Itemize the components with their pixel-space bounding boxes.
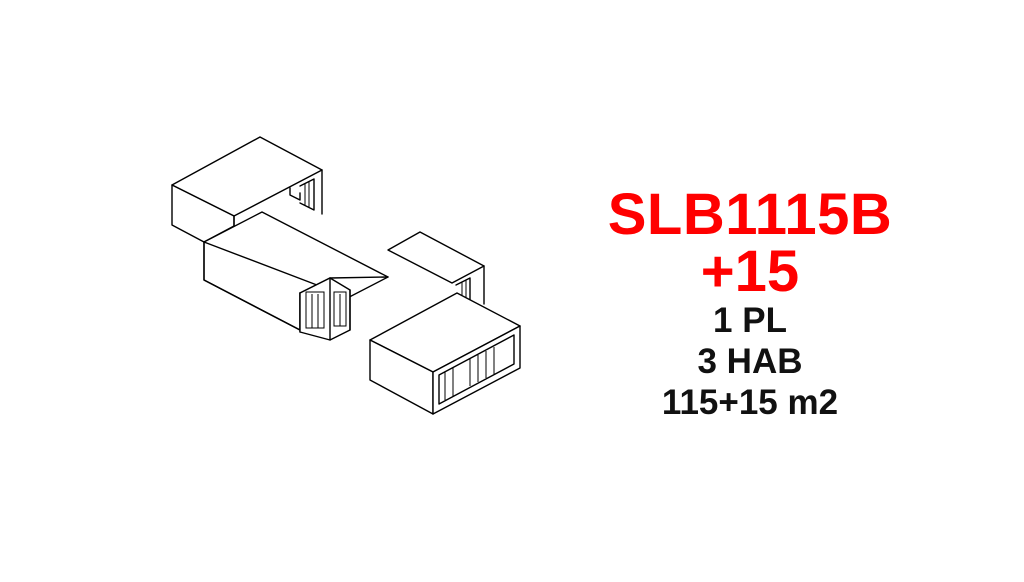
spec-area: 115+15 m2	[661, 383, 839, 422]
upper-right-wing	[387, 231, 485, 305]
spec-bedrooms: 3 HAB	[697, 342, 803, 381]
central-volume	[203, 211, 389, 333]
model-extra-area: +15	[700, 239, 800, 304]
upper-left-wing	[171, 136, 323, 243]
lower-right-volume	[369, 292, 521, 415]
entrance-recess	[299, 277, 351, 341]
spec-floors: 1 PL	[713, 301, 787, 340]
model-code: SLB1115B	[607, 182, 893, 247]
model-info: SLB1115B +15 1 PL 3 HAB 115+15 m2	[560, 186, 940, 423]
